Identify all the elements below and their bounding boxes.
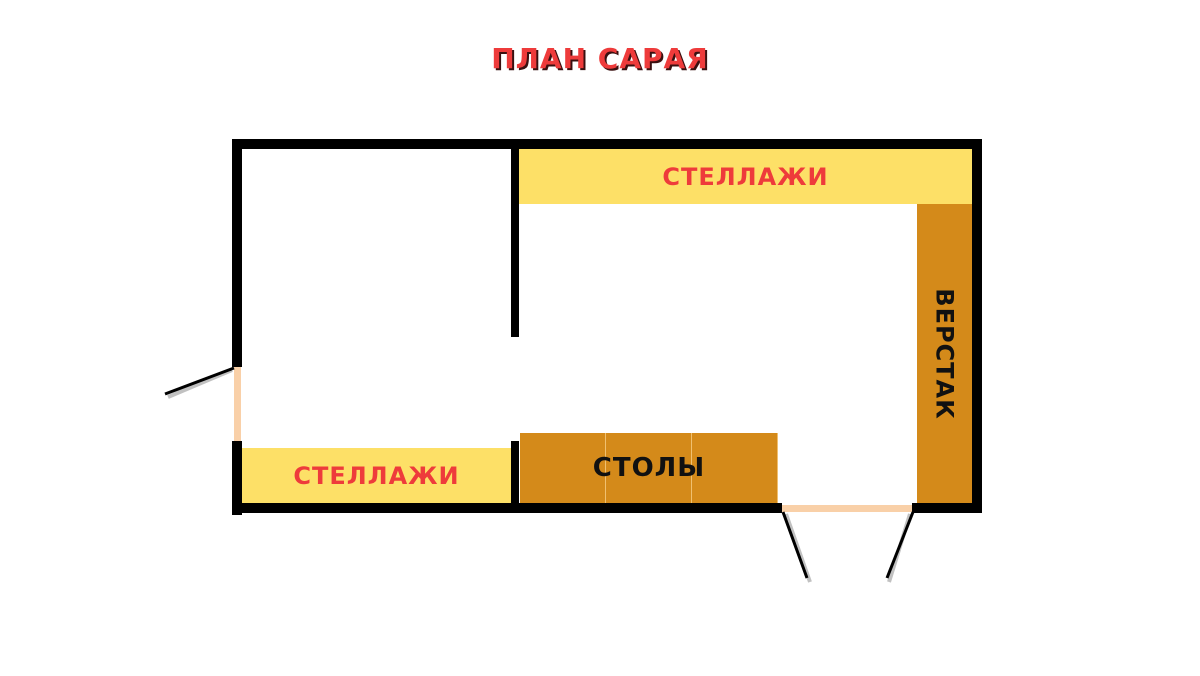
left-door-leaf [164, 366, 235, 396]
tables: СТОЛЫ [520, 433, 778, 503]
table-segment [520, 433, 606, 503]
wall-bottom-right [912, 503, 982, 513]
left-door-opening [234, 367, 241, 441]
shelves-top-label: СТЕЛЛАЖИ [662, 162, 829, 191]
bottom-door-leaf-right [885, 511, 915, 579]
wall-right [972, 139, 982, 511]
plan-title: ПЛАН САРАЯ [491, 42, 709, 75]
shelves-top: СТЕЛЛАЖИ [519, 149, 972, 204]
shelves-bottom-label: СТЕЛЛАЖИ [293, 461, 460, 490]
wall-top [232, 139, 982, 149]
table-segment [692, 433, 778, 503]
bottom-door-leaf-left [781, 511, 809, 579]
workbench: ВЕРСТАК [917, 204, 972, 503]
table-segment [606, 433, 692, 503]
wall-left-upper [232, 139, 242, 367]
shelves-bottom: СТЕЛЛАЖИ [242, 448, 511, 503]
bottom-door-opening [782, 505, 912, 512]
partition-lower [511, 441, 519, 511]
wall-left-lower [232, 441, 242, 515]
wall-bottom-left [232, 503, 782, 513]
partition-upper [511, 139, 519, 337]
tables-label: СТОЛЫ [592, 453, 706, 483]
